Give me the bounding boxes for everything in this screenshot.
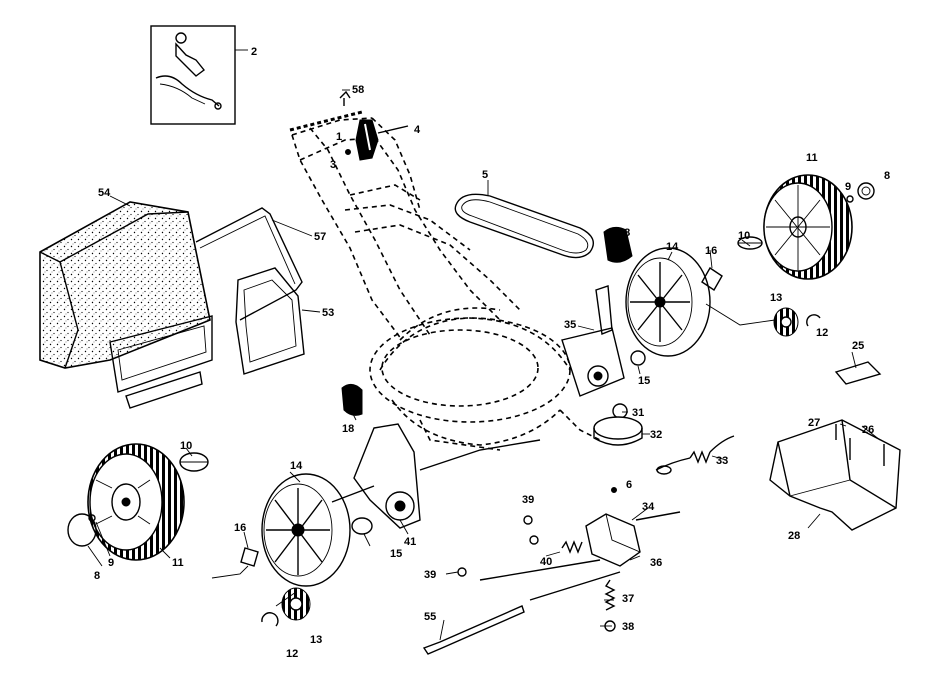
part-label: 9 — [845, 181, 851, 193]
part-label: 28 — [788, 530, 800, 542]
part-label: 14 — [666, 241, 679, 253]
part-label: 8 — [884, 170, 890, 182]
grass-catcher-bag — [39, 201, 213, 409]
control-lever — [339, 90, 409, 161]
part-label: 53 — [322, 307, 334, 319]
part-label: 10 — [738, 230, 750, 242]
part-label: 34 — [642, 501, 655, 513]
mower-deck — [369, 307, 601, 451]
part-label: 16 — [705, 245, 717, 257]
part-label: 41 — [404, 536, 416, 548]
cable-kit-inset — [150, 25, 248, 125]
part-label: 8 — [94, 570, 100, 582]
part-number-labels: 2 58 1 4 3 5 54 57 53 11 9 8 18 14 16 10… — [94, 46, 890, 660]
part-label: 13 — [770, 292, 782, 304]
right-drive-components — [625, 236, 821, 357]
part-label: 27 — [808, 417, 820, 429]
leader-lines — [87, 89, 881, 641]
part-label: 36 — [650, 557, 662, 569]
left-pinion-gear — [261, 587, 311, 627]
part-label: 9 — [108, 557, 114, 569]
part-label: 18 — [342, 423, 354, 435]
drive-belt — [454, 193, 594, 259]
part-label: 15 — [638, 375, 650, 387]
part-label: 13 — [310, 634, 322, 646]
height-adjuster — [422, 487, 681, 655]
part-label: 11 — [806, 152, 818, 164]
part-label: 40 — [540, 556, 552, 568]
part-label: 5 — [482, 169, 488, 181]
part-label: 33 — [716, 455, 728, 467]
part-label: 12 — [286, 648, 298, 660]
part-label: 37 — [622, 593, 634, 605]
part-label: 11 — [172, 557, 184, 569]
part-label: 2 — [251, 46, 257, 58]
part-label: 58 — [352, 84, 364, 96]
handle-assembly — [289, 110, 521, 341]
part-label: 14 — [290, 460, 303, 472]
part-label: 57 — [314, 231, 326, 243]
grass-catcher-frame — [195, 207, 305, 375]
part-label: 10 — [180, 440, 192, 452]
part-label: 15 — [390, 548, 402, 560]
part-label: 39 — [522, 494, 534, 506]
part-label: 25 — [852, 340, 864, 352]
part-label: 1 — [336, 131, 342, 143]
part-label: 4 — [414, 124, 421, 136]
part-label: 16 — [234, 522, 246, 534]
part-label: 12 — [816, 327, 828, 339]
gear-case — [561, 226, 646, 446]
part-label: 54 — [98, 187, 111, 199]
part-label: 35 — [564, 319, 576, 331]
part-label: 55 — [424, 611, 436, 623]
part-label: 39 — [424, 569, 436, 581]
right-rear-wheel — [763, 174, 875, 280]
torsion-spring — [655, 435, 735, 475]
left-rear-wheel — [67, 443, 209, 561]
part-label: 38 — [622, 621, 634, 633]
part-label: 32 — [650, 429, 662, 441]
discharge-chute — [769, 361, 901, 531]
left-drive-components — [211, 384, 541, 587]
part-label: 6 — [626, 479, 632, 491]
part-label: 31 — [632, 407, 644, 419]
part-label: 3 — [330, 159, 336, 171]
part-label: 26 — [862, 424, 874, 436]
part-label: 18 — [618, 227, 630, 239]
